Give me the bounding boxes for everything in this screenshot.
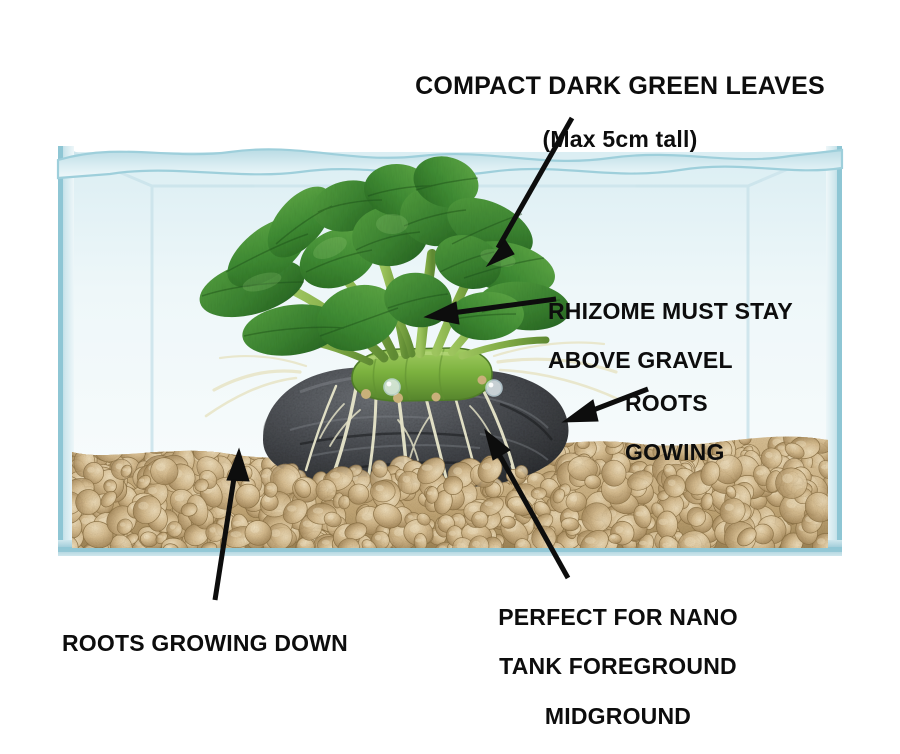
annotation-leaves-line2: (Max 5cm tall)	[542, 126, 698, 152]
annotation-rhizome-line2: ABOVE GRAVEL	[548, 347, 733, 374]
annotation-roots-line1: ROOTS	[625, 389, 708, 416]
annotation-perfect-for-nano-tank: PERFECT FOR NANO TANK FOREGROUND MIDGROU…	[458, 580, 778, 754]
annotation-arrows	[212, 116, 649, 601]
annotation-compact-dark-green-leaves: COMPACT DARK GREEN LEAVES (Max 5cm tall)	[410, 46, 830, 179]
annotation-roots-growing-down: ROOTS GROWING DOWN	[62, 606, 352, 680]
illustration-canvas: COMPACT DARK GREEN LEAVES (Max 5cm tall)…	[56, 46, 848, 729]
annotation-rootsdown-line1: ROOTS GROWING DOWN	[62, 629, 348, 656]
plant-leaves	[199, 156, 570, 356]
annotation-leaves-line1: COMPACT DARK GREEN LEAVES	[415, 72, 825, 100]
annotation-rhizome-line1: RHIZOME MUST STAY	[548, 297, 793, 324]
annotation-rhizome-must-stay-above-gravel: RHIZOME MUST STAY ABOVE GRAVEL	[548, 274, 848, 398]
annotation-nano-line1: PERFECT FOR NANO	[498, 603, 738, 630]
water-droplets	[383, 378, 503, 397]
arrow-to-rhizome	[423, 296, 557, 325]
annotation-nano-line3: MIDGROUND	[544, 703, 692, 730]
tank-contents	[72, 156, 828, 548]
annotation-roots-line2: GOWING	[625, 439, 725, 466]
arrow-to-rock	[484, 428, 571, 580]
arrow-to-gravel	[212, 447, 250, 601]
arrow-to-roots	[561, 386, 649, 423]
arrow-to-leaves	[485, 116, 575, 268]
annotation-nano-line2: TANK FOREGROUND	[499, 653, 737, 680]
annotation-roots-gowing: ROOTS GOWING	[625, 366, 825, 490]
aquarium-illustration	[56, 116, 844, 601]
